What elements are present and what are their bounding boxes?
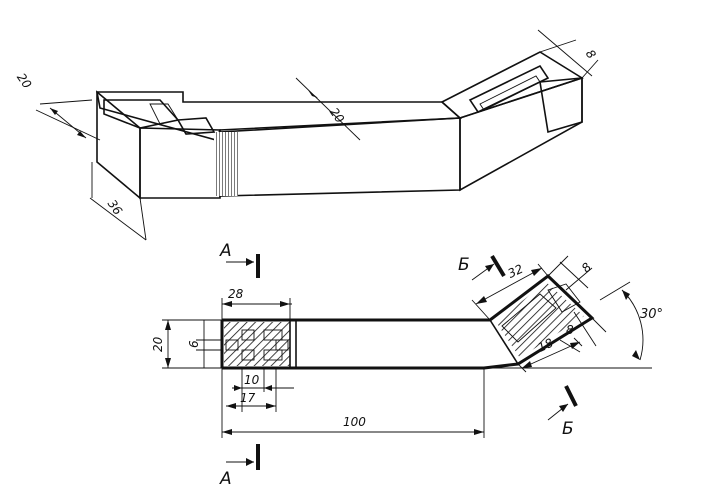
- dim-end-width-top-text: 8: [579, 260, 595, 276]
- dim-height-text: 20: [151, 336, 165, 352]
- dim-iso-front-width: 36: [105, 197, 125, 218]
- mark-a-top: А: [219, 241, 232, 261]
- iso-dim-end-width: 8: [537, 29, 599, 79]
- isometric-view: 20 36 20 8: [14, 29, 599, 241]
- dim-height: 20: [151, 319, 222, 369]
- section-mark-a-top: А: [219, 241, 260, 278]
- dim-iso-bar-width: 20: [327, 105, 347, 126]
- dim-left-block-width-text: 28: [228, 287, 244, 301]
- section-mark-b-bottom: Б: [547, 385, 578, 439]
- mark-b-top: Б: [458, 255, 470, 275]
- dim-end-slot-length-text: 18: [536, 336, 556, 355]
- section-b-hatch: [496, 282, 584, 358]
- iso-dim-front-width: 36: [89, 162, 147, 241]
- mark-a-bottom: А: [219, 469, 232, 489]
- dim-end-width-side-text: 8: [566, 323, 574, 337]
- mark-b-bottom: Б: [562, 419, 574, 439]
- plan-view: А А Б Б 100: [151, 241, 663, 489]
- dim-inner-width-text: 10: [244, 373, 260, 387]
- bar-body: [96, 51, 584, 200]
- dim-end-slot-length: 18: [517, 336, 583, 373]
- section-mark-b-top: Б: [458, 254, 506, 281]
- dim-bend-angle-text: 30°: [640, 307, 663, 322]
- dim-iso-left-width: 20: [14, 71, 34, 92]
- dim-iso-end-width: 8: [583, 47, 599, 62]
- dim-slot-height: 6: [187, 320, 222, 368]
- dim-slot-height-text: 6: [187, 340, 201, 348]
- dim-bend-angle: 30°: [484, 281, 663, 369]
- dim-end-length: 32: [471, 262, 549, 321]
- iso-dim-left-width: 20: [14, 71, 101, 141]
- dim-offset-width-text: 17: [240, 391, 256, 405]
- dim-left-block-width: 28: [221, 287, 292, 320]
- dim-offset-width: 17: [226, 368, 277, 412]
- section-mark-a-bottom: А: [219, 444, 260, 489]
- dim-overall-length-text: 100: [343, 415, 366, 429]
- dim-overall-length: 100: [221, 368, 485, 438]
- iso-dim-bar-width: 20: [295, 77, 361, 141]
- dim-inner-width: 10: [232, 368, 294, 412]
- section-a-hatch: [224, 322, 290, 366]
- dim-end-length-text: 32: [506, 262, 526, 281]
- dim-end-width-top: 8: [547, 255, 595, 291]
